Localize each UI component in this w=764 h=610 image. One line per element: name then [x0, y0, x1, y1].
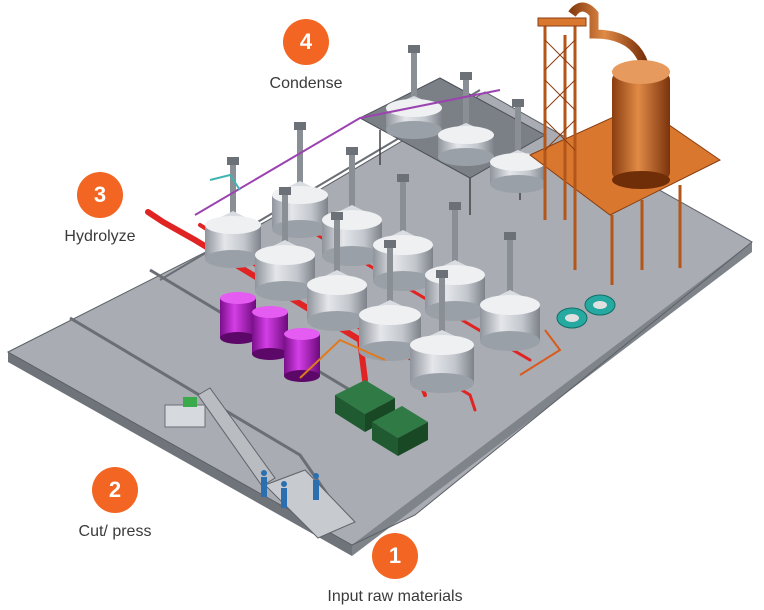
tank — [386, 45, 442, 139]
step-label: Input raw materials — [327, 588, 463, 605]
step-number-badge: 3 — [77, 172, 123, 218]
tank — [490, 99, 546, 193]
stainless-tanks — [205, 45, 546, 393]
tank — [410, 270, 474, 393]
step-hydrolyze: 3 Hydrolyze — [52, 172, 148, 246]
conveyor — [164, 387, 356, 539]
step-cut-press: 2 Cut/ press — [64, 467, 166, 541]
workers — [261, 470, 319, 508]
step-label: Hydrolyze — [64, 228, 136, 245]
tank — [255, 187, 315, 301]
step-label: Cut/ press — [78, 523, 152, 540]
step-label: Condense — [269, 75, 343, 92]
green-motors — [335, 380, 428, 456]
tank — [307, 212, 367, 331]
copper-tower — [529, 2, 721, 285]
step-number-badge: 1 — [372, 533, 418, 579]
step-input-raw-materials: 1 Input raw materials — [312, 533, 478, 606]
step-number-badge: 4 — [283, 19, 329, 65]
step-condense: 4 Condense — [256, 19, 356, 93]
tank — [272, 122, 328, 238]
magenta-tanks — [220, 292, 320, 382]
teal-pumps — [556, 294, 616, 329]
tank — [205, 157, 261, 268]
step-number-badge: 2 — [92, 467, 138, 513]
auxiliary-pipes — [194, 89, 562, 379]
tank — [438, 72, 494, 166]
tank — [480, 232, 540, 351]
